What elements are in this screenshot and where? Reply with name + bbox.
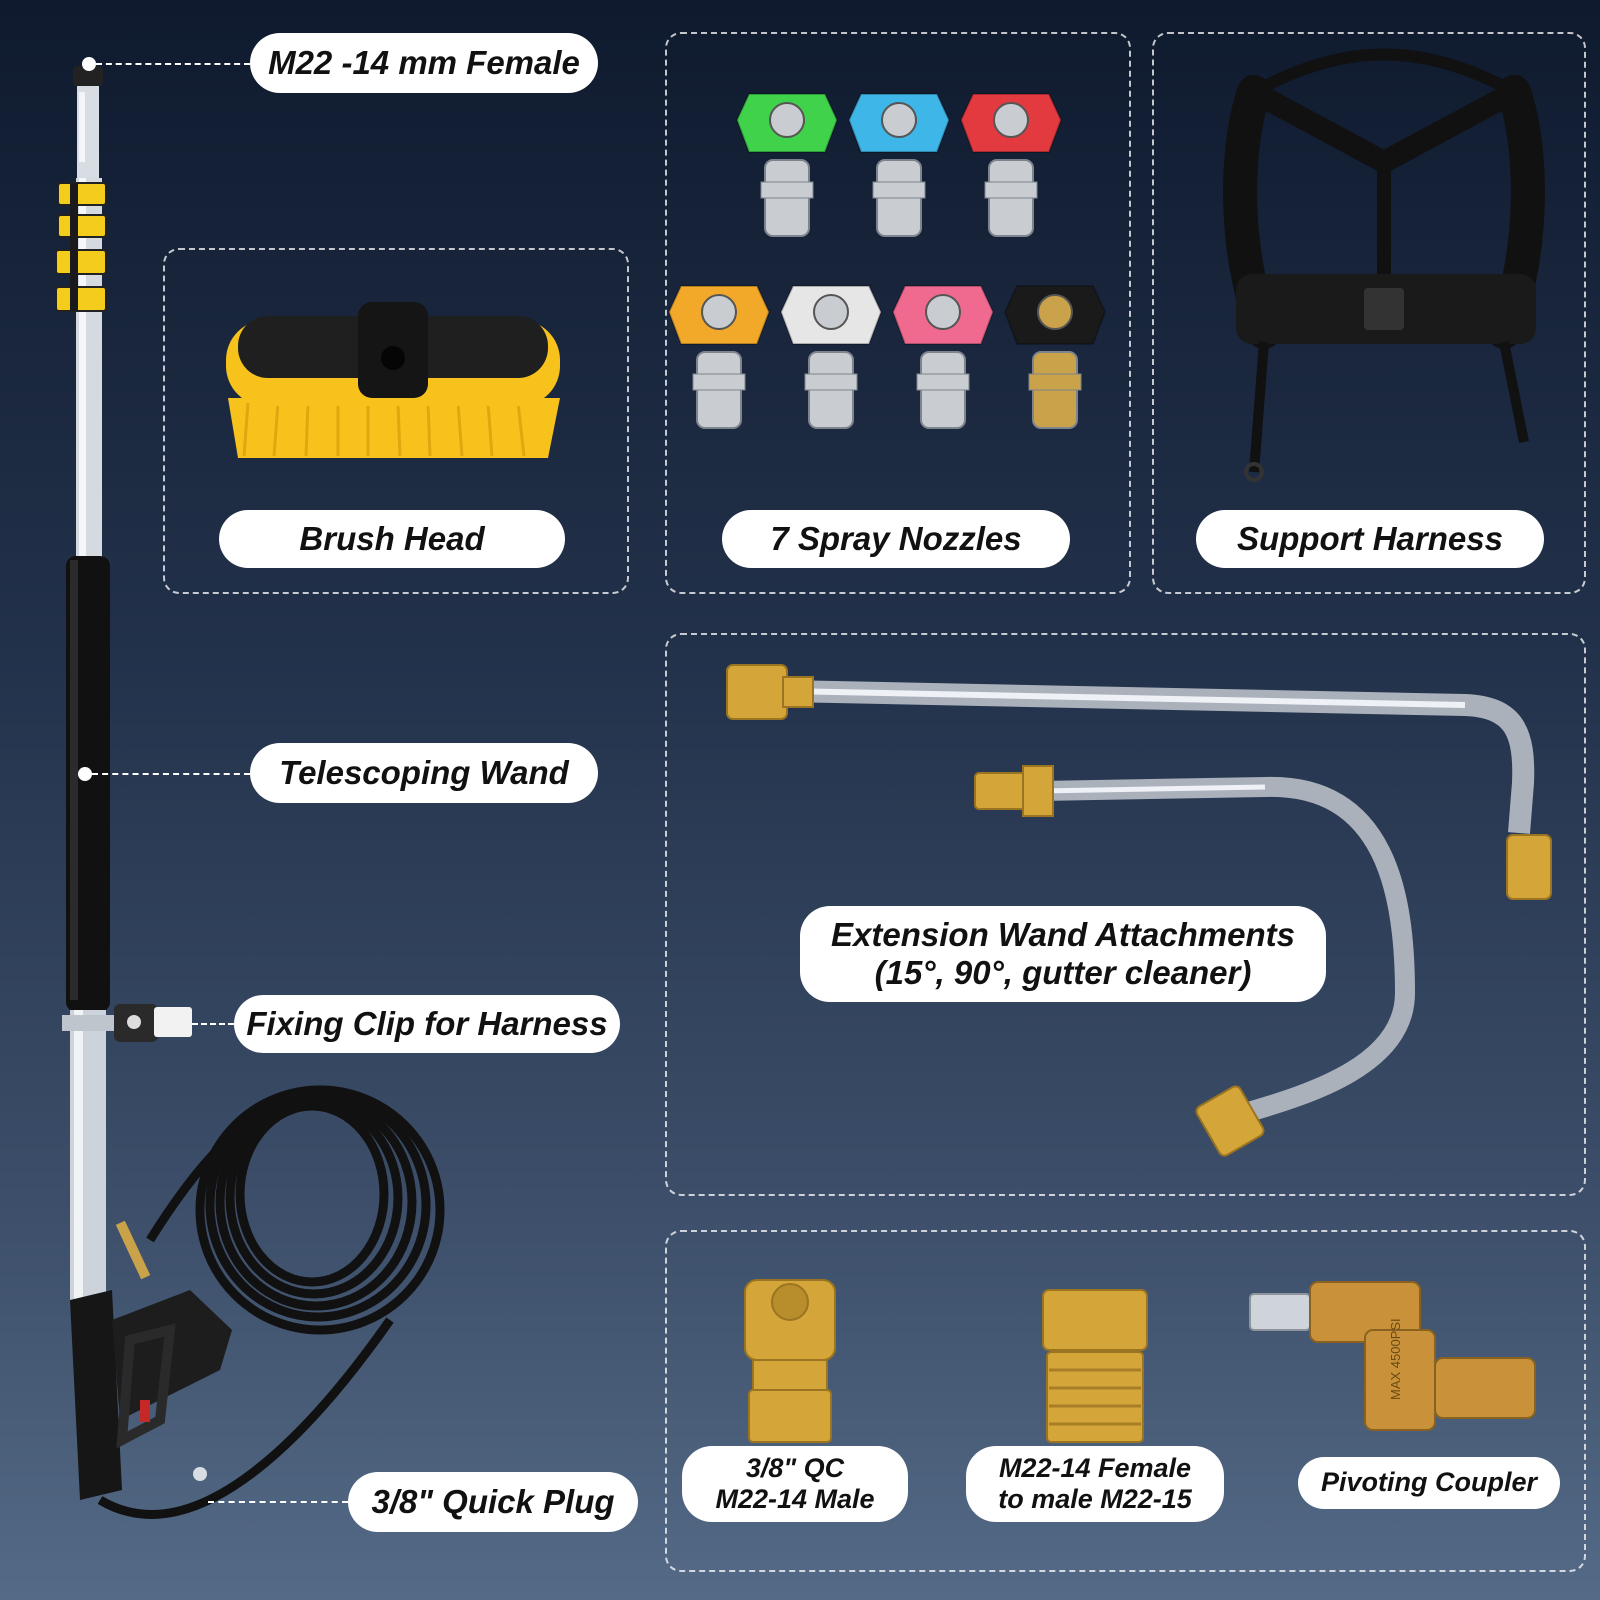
quick-plug-label: 3/8" Quick Plug [348, 1472, 638, 1532]
fittings-panel [665, 1230, 1586, 1572]
pivoting-coupler-label: Pivoting Coupler [1298, 1457, 1560, 1509]
female-fitting-label: M22 -14 mm Female [250, 33, 598, 93]
support-harness-illustration [1223, 48, 1545, 482]
spray-nozzles-text: 7 Spray Nozzles [770, 520, 1022, 558]
brush-head-label: Brush Head [219, 510, 565, 568]
extension-wand-text-line1: Extension Wand Attachments [831, 916, 1295, 954]
qc-male-text-line2: M22-14 Male [715, 1484, 875, 1514]
spray-nozzle-1 [735, 93, 839, 237]
telescoping-wand-leader [92, 773, 250, 775]
fittings-illustration: MAX 4500PSI [744, 1279, 1536, 1443]
support-harness-panel [1152, 32, 1586, 594]
top-fitting [73, 66, 103, 86]
wand-90-degree [784, 680, 1535, 834]
hose-coil [97, 1085, 445, 1519]
spray-nozzles-label: 7 Spray Nozzles [722, 510, 1070, 568]
qc-male-fitting [744, 1279, 836, 1443]
support-harness-label: Support Harness [1196, 510, 1544, 568]
pivoting-coupler-fitting: MAX 4500PSI [1249, 1281, 1536, 1431]
support-harness-text: Support Harness [1237, 520, 1503, 558]
spray-nozzle-6 [891, 285, 995, 429]
m22-adapter-label: M22-14 Female to male M22-15 [966, 1446, 1224, 1522]
female-fitting-dot [82, 57, 96, 71]
extension-wands-illustration [726, 664, 1552, 1157]
brush-head-text: Brush Head [299, 520, 485, 558]
fixing-clip-illustration [62, 1004, 192, 1042]
spray-nozzles-panel [665, 32, 1131, 594]
fixing-clip-label: Fixing Clip for Harness [234, 995, 620, 1053]
female-fitting-text: M22 -14 mm Female [268, 44, 580, 82]
spray-nozzle-4 [667, 285, 771, 429]
telescoping-wand-dot [78, 767, 92, 781]
female-fitting-leader [96, 63, 250, 65]
quick-plug-text: 3/8" Quick Plug [371, 1483, 615, 1521]
spray-nozzle-3 [959, 93, 1063, 237]
brush-head-panel [163, 248, 629, 594]
m22-adapter-text-line2: to male M22-15 [998, 1484, 1192, 1514]
telescoping-wand-label: Telescoping Wand [250, 743, 598, 803]
pivoting-coupler-text: Pivoting Coupler [1321, 1467, 1537, 1498]
spray-nozzle-7 [1003, 285, 1107, 429]
coupler-marking: MAX 4500PSI [1388, 1318, 1403, 1400]
telescoping-pole-illustration [55, 66, 445, 1519]
fixing-clip-leader [192, 1023, 234, 1025]
extension-wand-text-line2: (15°, 90°, gutter cleaner) [874, 954, 1252, 991]
qc-male-text-line1: 3/8" QC [745, 1452, 845, 1483]
spray-nozzle-5 [779, 285, 883, 429]
spray-nozzles-illustration [667, 93, 1107, 429]
quick-plug-leader [208, 1501, 348, 1503]
yellow-clamps [55, 182, 107, 312]
telescoping-wand-text: Telescoping Wand [279, 754, 569, 792]
extension-wand-panel [665, 633, 1586, 1196]
fixing-clip-text: Fixing Clip for Harness [246, 1005, 608, 1043]
qc-male-label: 3/8" QC M22-14 Male [682, 1446, 908, 1522]
extension-wand-label: Extension Wand Attachments (15°, 90°, gu… [800, 906, 1326, 1002]
wand-gutter-cleaner [1039, 776, 1416, 1123]
m22-adapter-text-line1: M22-14 Female [998, 1452, 1192, 1483]
spray-gun [70, 1220, 232, 1500]
spray-nozzle-2 [847, 93, 951, 237]
m22-adapter-fitting [1042, 1289, 1148, 1443]
brush-head-illustration [226, 302, 560, 458]
